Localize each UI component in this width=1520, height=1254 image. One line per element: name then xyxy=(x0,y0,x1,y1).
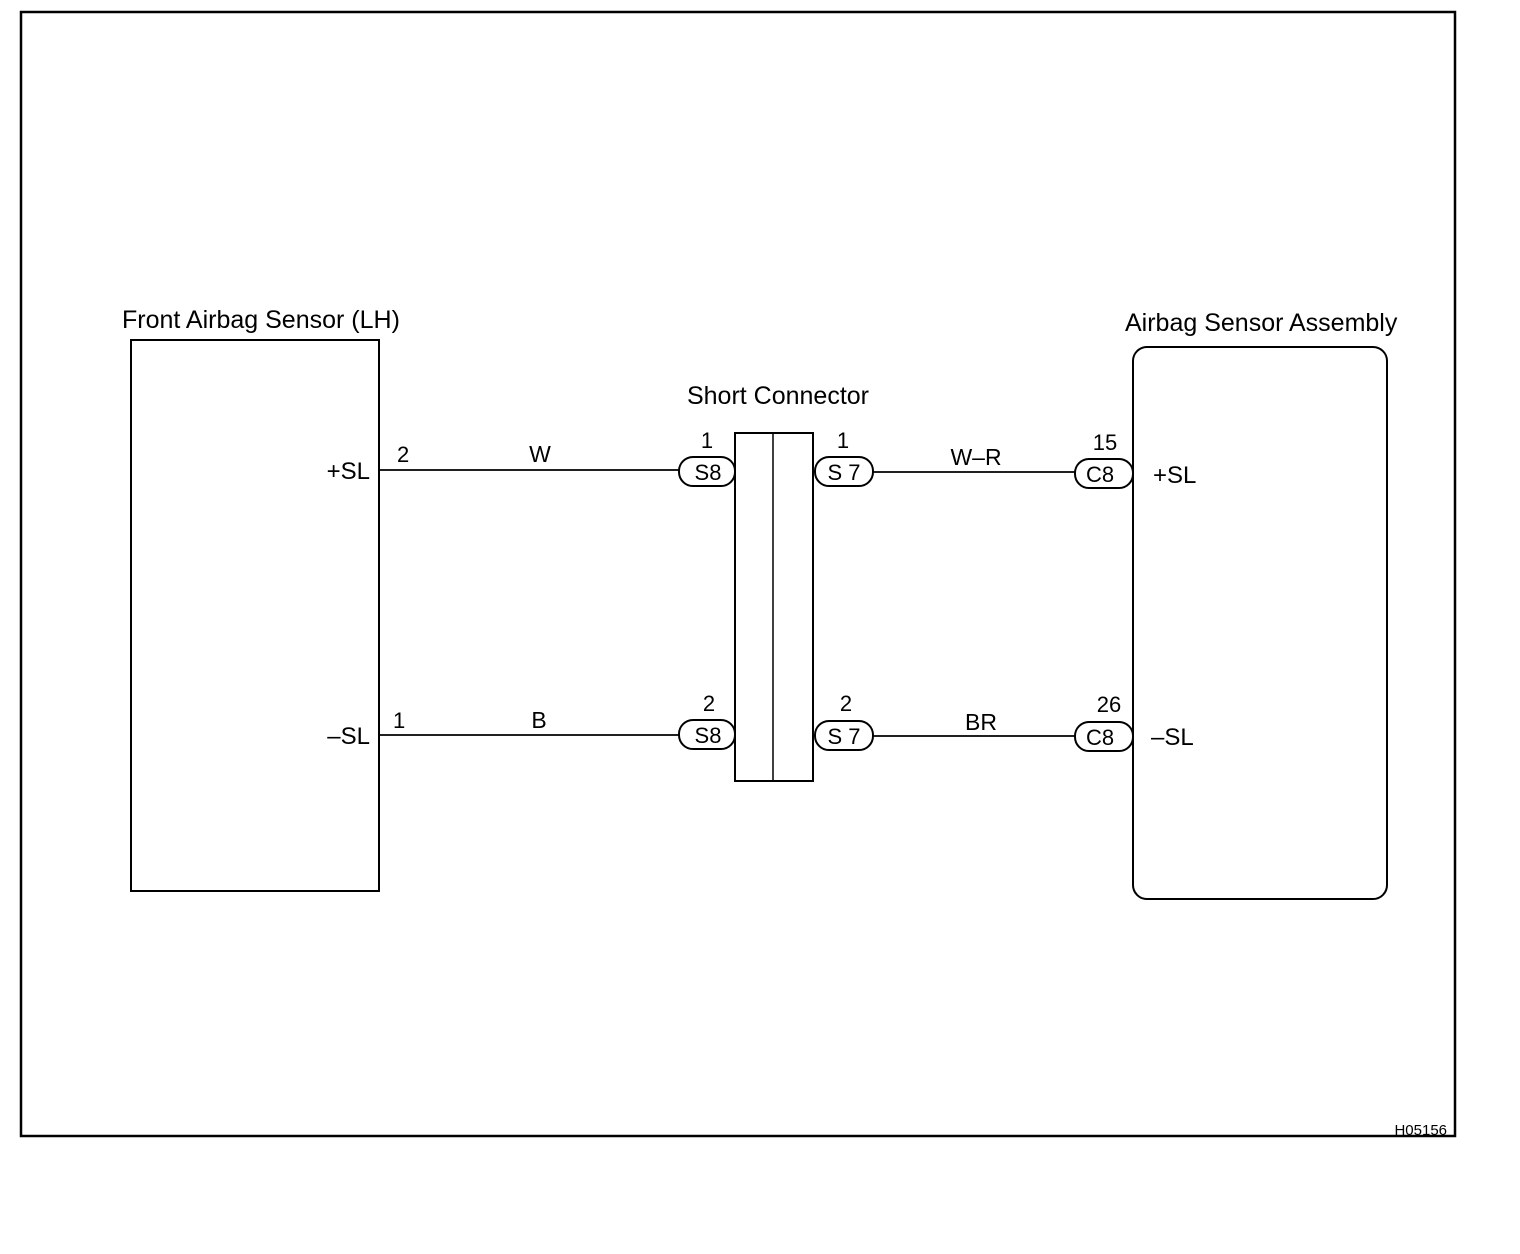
s7-top-id: S 7 xyxy=(827,460,860,485)
wire-left-bottom-color: B xyxy=(531,707,546,733)
sensor-assembly-pin-plus-label: +SL xyxy=(1153,462,1196,489)
s8-top-connector xyxy=(678,456,736,487)
c8-bottom-pin: 26 xyxy=(1097,692,1121,717)
c8-bottom-id: C8 xyxy=(1086,725,1114,750)
s8-bottom-id: S8 xyxy=(695,723,722,748)
wire-left-bottom-pin: 1 xyxy=(393,708,405,733)
short-connector-box xyxy=(734,432,814,782)
sensor-assembly-title: Airbag Sensor Assembly xyxy=(1125,309,1398,337)
c8-top-id: C8 xyxy=(1086,462,1114,487)
wire-left-top-pin: 2 xyxy=(397,442,409,467)
s8-bottom-connector xyxy=(678,719,736,750)
short-connector-title: Short Connector xyxy=(687,382,869,410)
front-sensor-box xyxy=(130,339,380,892)
figure-code: H05156 xyxy=(1394,1122,1447,1139)
sensor-assembly-pin-minus-label: –SL xyxy=(1151,724,1194,751)
s7-top-pin: 1 xyxy=(837,428,849,453)
s7-bottom-id: S 7 xyxy=(827,724,860,749)
s8-top-id: S8 xyxy=(695,460,722,485)
s8-bottom-pin: 2 xyxy=(703,691,715,716)
diagram-frame xyxy=(19,10,1457,1138)
c8-top-pin: 15 xyxy=(1093,430,1117,455)
wire-right-top-color: W–R xyxy=(950,444,1001,470)
s8-top-pin: 1 xyxy=(701,428,713,453)
wire-left-top-color: W xyxy=(529,441,551,467)
wire-right-bottom-color: BR xyxy=(965,709,997,735)
front-sensor-pin-minus-label: –SL xyxy=(327,723,370,750)
s7-bottom-pin: 2 xyxy=(840,691,852,716)
sensor-assembly-box xyxy=(1132,346,1388,900)
front-sensor-pin-plus-label: +SL xyxy=(327,458,370,485)
front-sensor-title: Front Airbag Sensor (LH) xyxy=(122,306,400,334)
